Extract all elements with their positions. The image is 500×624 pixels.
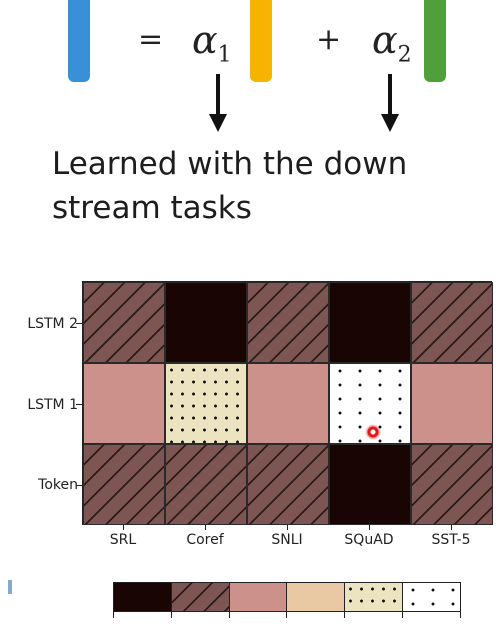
left-vector-bar [68, 0, 90, 82]
legend-swatch [229, 583, 288, 611]
heatmap-cell [247, 363, 329, 444]
caption-line-1: Learned with the down [52, 146, 408, 182]
heatmap-cell [83, 363, 165, 444]
legend-swatch [403, 583, 460, 611]
middle-vector-bar [250, 0, 272, 82]
heatmap-cell [411, 444, 493, 525]
col-label-srl: SRL [109, 532, 137, 548]
legend-swatch [287, 583, 346, 611]
y-tick [76, 323, 82, 324]
color-legend [113, 582, 461, 612]
right-vector-bar [424, 0, 446, 82]
heatmap-cell [247, 444, 329, 525]
heatmap-cell [411, 363, 493, 444]
heatmap-cell [329, 282, 411, 363]
y-tick [76, 404, 82, 405]
x-tick [369, 525, 370, 530]
heatmap-cell [329, 444, 411, 525]
col-label-sst5: SST-5 [431, 532, 471, 548]
equals-sign: = [138, 22, 164, 57]
col-label-squad: SQuAD [344, 532, 394, 548]
caption-text: Learned with the down stream tasks [52, 142, 407, 230]
layer-weight-heatmap [82, 281, 493, 525]
down-arrow-icon [381, 74, 399, 132]
legend-swatch [345, 583, 404, 611]
heatmap-cell [329, 363, 411, 444]
x-tick [451, 525, 452, 530]
plus-sign: + [316, 22, 342, 57]
alpha-1-symbol: α1 [192, 18, 232, 68]
alpha-2-symbol: α2 [372, 18, 412, 68]
heatmap-cell [165, 444, 247, 525]
pointer-highlight-icon [365, 424, 381, 440]
legend-ticks [113, 612, 461, 618]
heatmap-cell [165, 363, 247, 444]
legend-swatch [171, 583, 230, 611]
y-tick [76, 485, 82, 486]
legend-swatch [114, 583, 172, 611]
edge-mark [8, 580, 12, 594]
caption-line-2: stream tasks [52, 190, 252, 226]
col-label-snli: SNLI [271, 532, 303, 548]
row-label-lstm1: LSTM 1 [27, 397, 78, 413]
row-label-lstm2: LSTM 2 [27, 316, 78, 332]
x-tick [205, 525, 206, 530]
x-tick [287, 525, 288, 530]
heatmap-cell [247, 282, 329, 363]
down-arrow-icon [209, 74, 227, 132]
heatmap-cell [165, 282, 247, 363]
heatmap-cell [83, 282, 165, 363]
heatmap-cell [411, 282, 493, 363]
col-label-coref: Coref [186, 532, 224, 548]
row-label-token: Token [38, 477, 78, 493]
x-tick [123, 525, 124, 530]
heatmap-cell [83, 444, 165, 525]
